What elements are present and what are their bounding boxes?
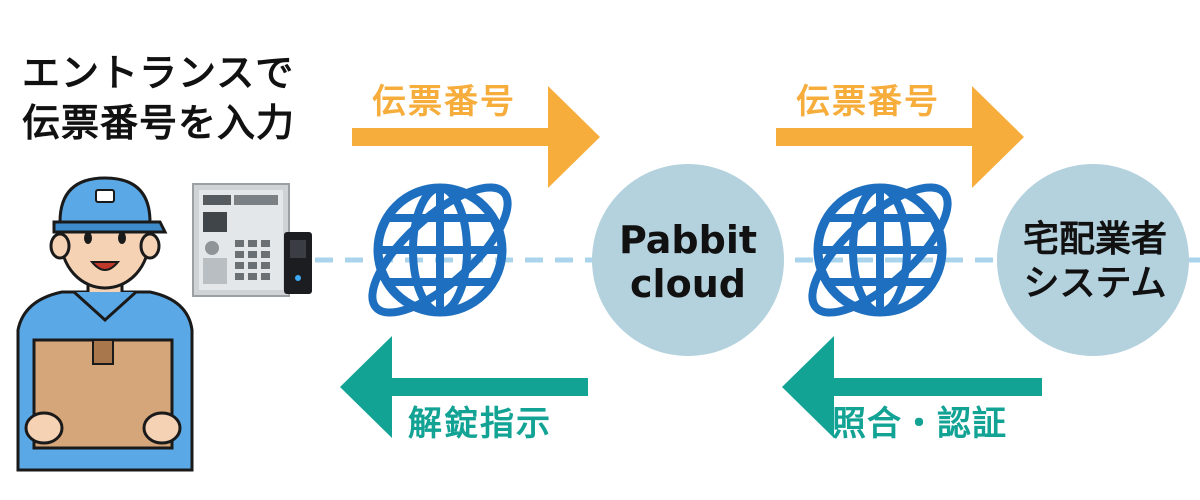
delivery-system-label: 宅配業者 システム (997, 218, 1193, 306)
pabbit-cloud-label: Pabbit cloud (600, 218, 776, 306)
heading-line-2: 伝票番号を入力 (22, 101, 296, 145)
pabbit-cloud-circle (592, 164, 784, 356)
arrow-bottom-left (340, 336, 588, 438)
arrow-top-left-label: 伝票番号 (372, 82, 516, 122)
delivery-system-line-2: システム (1023, 263, 1167, 304)
heading-line-1: エントランスで (22, 51, 295, 95)
globe-icon (368, 183, 512, 317)
arrow-top-right (776, 86, 1024, 188)
pabbit-cloud-line-2: cloud (630, 262, 746, 306)
arrow-bottom-right-label: 照合・認証 (832, 404, 1007, 444)
delivery-system-circle (997, 164, 1189, 356)
pabbit-cloud-line-1: Pabbit (618, 218, 758, 262)
globe-icon (808, 183, 952, 317)
intercom-panel-icon (192, 183, 312, 297)
arrow-top-left (352, 86, 600, 188)
arrow-top-right-label: 伝票番号 (796, 82, 940, 122)
delivery-system-line-1: 宅配業者 (1022, 219, 1167, 260)
delivery-worker-icon (16, 176, 194, 472)
arrow-bottom-left-label: 解錠指示 (408, 404, 552, 444)
arrow-bottom-right (782, 336, 1042, 438)
entrance-input-heading: エントランスで 伝票番号を入力 (22, 48, 322, 148)
